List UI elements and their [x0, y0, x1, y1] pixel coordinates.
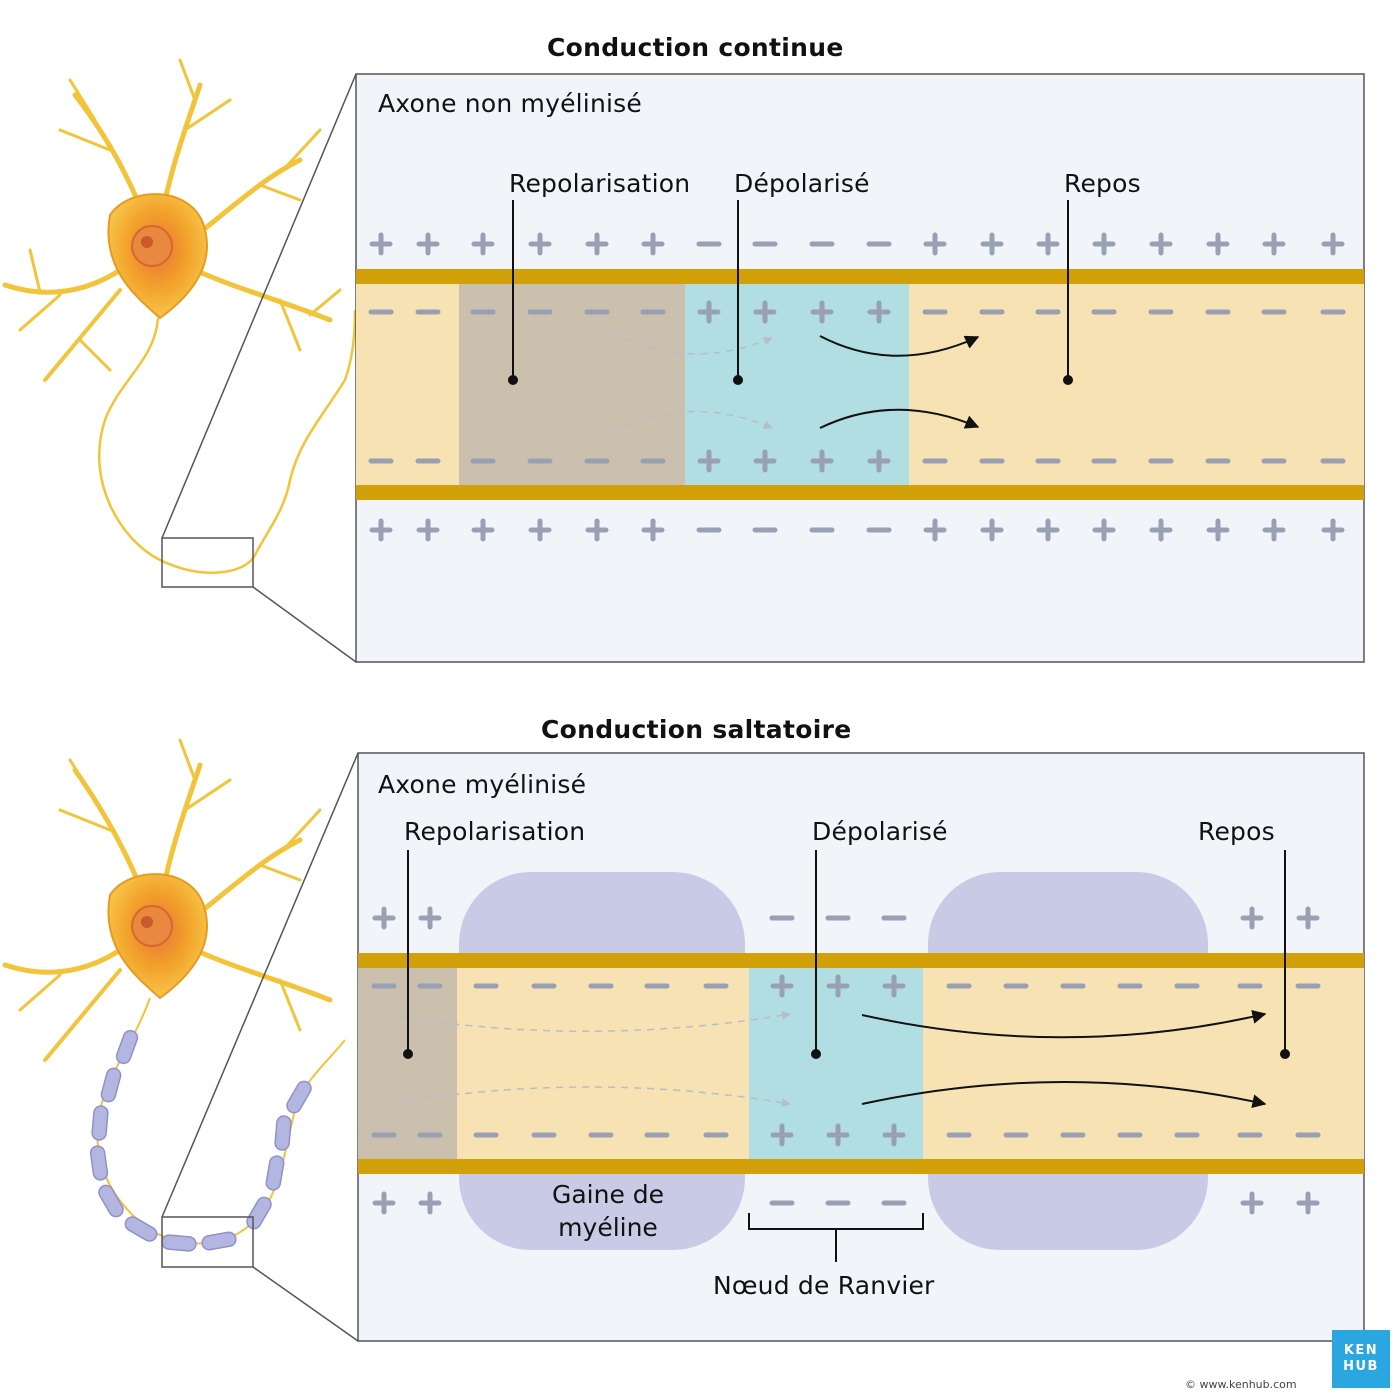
top-label-depolarise: Dépolarisé	[734, 169, 870, 198]
myelin-sheath-label: Gaine de myéline	[530, 1178, 686, 1244]
positive-charge	[528, 518, 552, 542]
positive-charge	[418, 906, 442, 930]
positive-charge	[1206, 232, 1230, 256]
copyright-credit: © www.kenhub.com	[1185, 1378, 1297, 1391]
bottom-label-repos: Repos	[1198, 817, 1275, 846]
propagation-arrow-lower	[819, 408, 980, 429]
positive-charge	[697, 449, 721, 473]
positive-charge	[1092, 232, 1116, 256]
positive-charge	[923, 518, 947, 542]
repolarisation-zone	[459, 284, 685, 485]
positive-charge	[1149, 232, 1173, 256]
positive-charge	[697, 300, 721, 324]
positive-charge	[1036, 518, 1060, 542]
positive-charge	[585, 232, 609, 256]
top-title: Conduction continue	[547, 33, 844, 62]
positive-charge	[753, 449, 777, 473]
unmyelinated-axon-panel	[355, 73, 1365, 663]
positive-charge	[369, 232, 393, 256]
zoom-indicator-bottom	[161, 752, 359, 1342]
positive-charge	[980, 518, 1004, 542]
positive-charge	[418, 1191, 442, 1215]
positive-charge	[1149, 518, 1173, 542]
propagation-arrow-upper	[819, 335, 980, 357]
positive-charge	[810, 449, 834, 473]
positive-charge	[416, 518, 440, 542]
positive-charge	[372, 906, 396, 930]
positive-charge	[1262, 518, 1286, 542]
positive-charge	[867, 300, 891, 324]
neuron-unmyelinated-illustration	[2, 58, 357, 574]
positive-charge	[1296, 1191, 1320, 1215]
positive-charge	[882, 1123, 906, 1147]
bottom-label-depolarise: Dépolarisé	[812, 817, 948, 846]
positive-charge	[867, 449, 891, 473]
positive-charge	[826, 1123, 850, 1147]
positive-charge	[641, 518, 665, 542]
positive-charge	[980, 232, 1004, 256]
depolarised-zone	[685, 284, 909, 485]
membrane-top	[358, 953, 1364, 968]
top-label-repolarisation: Repolarisation	[509, 169, 691, 198]
neuron-myelinated-illustration	[2, 738, 346, 1252]
positive-charge	[1262, 232, 1286, 256]
positive-charge	[810, 300, 834, 324]
positive-charge	[1240, 1191, 1264, 1215]
myelin-label-line2: myéline	[558, 1213, 658, 1242]
charge-marks	[371, 906, 1321, 1215]
positive-charge	[770, 974, 794, 998]
positive-charge	[1321, 518, 1345, 542]
bottom-label-repolarisation: Repolarisation	[404, 817, 586, 846]
myelin-label-line1: Gaine de	[551, 1180, 665, 1209]
positive-charge	[585, 518, 609, 542]
positive-charge	[1296, 906, 1320, 930]
membrane-bottom	[358, 1159, 1364, 1174]
positive-charge	[1092, 518, 1116, 542]
bottom-title: Conduction saltatoire	[541, 715, 852, 744]
zoom-indicator-top	[161, 73, 357, 663]
positive-charge	[826, 974, 850, 998]
positive-charge	[770, 1123, 794, 1147]
positive-charge	[471, 518, 495, 542]
positive-charge	[1206, 518, 1230, 542]
membrane-top	[356, 269, 1364, 284]
logo-line1: KEN	[1343, 1343, 1379, 1358]
positive-charge	[882, 974, 906, 998]
positive-charge	[416, 232, 440, 256]
charge-marks	[368, 232, 1346, 542]
ranvier-bracket	[748, 1213, 924, 1262]
kenhub-logo: KEN HUB	[1332, 1330, 1390, 1388]
positive-charge	[923, 232, 947, 256]
positive-charge	[528, 232, 552, 256]
positive-charge	[1321, 232, 1345, 256]
positive-charge	[372, 1191, 396, 1215]
membrane-bottom	[356, 485, 1364, 500]
bottom-subtitle: Axone myélinisé	[378, 770, 587, 799]
logo-line2: HUB	[1343, 1359, 1379, 1374]
saltatory-arrow-lower	[861, 1081, 1267, 1109]
top-label-repos: Repos	[1064, 169, 1141, 198]
positive-charge	[1036, 232, 1060, 256]
positive-charge	[641, 232, 665, 256]
saltatory-arrow-upper	[861, 1009, 1267, 1039]
positive-charge	[471, 232, 495, 256]
positive-charge	[1240, 906, 1264, 930]
ranvier-node-label: Nœud de Ranvier	[713, 1271, 935, 1300]
myelinated-axon-panel	[357, 752, 1365, 1342]
top-subtitle: Axone non myélinisé	[378, 89, 642, 118]
positive-charge	[369, 518, 393, 542]
positive-charge	[753, 300, 777, 324]
